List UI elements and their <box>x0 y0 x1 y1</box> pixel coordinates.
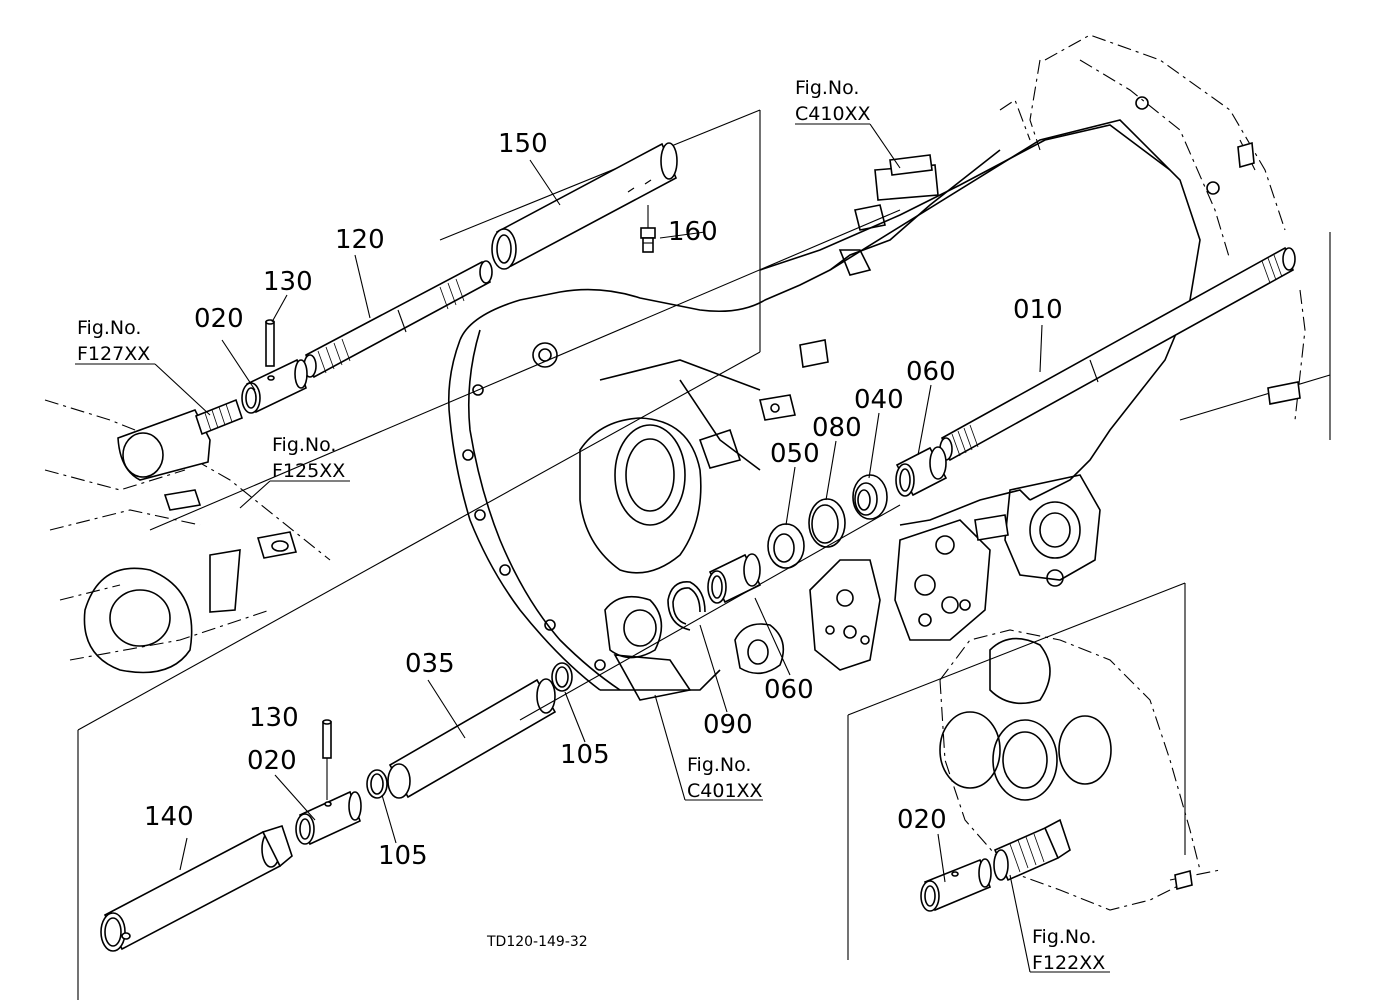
fig-ref-code: F127XX <box>77 343 150 365</box>
right-splined-yoke <box>993 818 1071 882</box>
part-060-bushing-lower <box>707 553 762 604</box>
part-010-shaft <box>939 246 1296 462</box>
left-splined-yoke <box>117 398 243 481</box>
part-140-pipe <box>100 825 293 952</box>
part-label: 140 <box>144 802 194 832</box>
fig-ref-code: F125XX <box>272 460 345 482</box>
fig-ref-code: F122XX <box>1032 952 1105 974</box>
fig-ref-code: C401XX <box>687 780 763 802</box>
drawing-code: TD120-149-32 <box>486 934 588 950</box>
part-020-coupling-upper <box>241 358 308 414</box>
part-label: 020 <box>247 746 297 776</box>
part-050-seal <box>767 523 805 569</box>
part-105-oring-lower <box>366 769 388 799</box>
part-label: 050 <box>770 439 820 469</box>
part-label: 090 <box>703 710 753 740</box>
part-160-fitting <box>640 205 656 253</box>
fig-ref-title: Fig.No. <box>795 77 859 99</box>
part-130-pin-upper <box>265 319 275 367</box>
part-number-labels: 150 160 120 130 020 010 060 040 080 050 … <box>144 129 1063 871</box>
part-020-coupling-lower <box>295 790 362 846</box>
part-040-bearing <box>852 474 888 520</box>
part-label: 080 <box>812 413 862 443</box>
fig-ref-title: Fig.No. <box>687 754 751 776</box>
reference-planes <box>77 109 1331 1000</box>
part-label: 020 <box>897 805 947 835</box>
left-housing-outline <box>44 399 331 674</box>
fig-ref-leaders <box>75 123 1110 973</box>
part-080-ring <box>808 498 846 548</box>
part-020-coupling-right <box>920 858 992 912</box>
part-label: 160 <box>668 217 718 247</box>
part-010-spline-left <box>951 424 979 457</box>
part-150-pipe <box>491 142 678 270</box>
part-010-spline-right <box>1261 254 1283 284</box>
part-105-oring-upper <box>551 662 573 692</box>
part-label: 060 <box>906 357 956 387</box>
part-035-pipe <box>387 678 557 799</box>
part-label: 010 <box>1013 295 1063 325</box>
axis-lines <box>149 209 901 721</box>
part-060-bushing-upper <box>895 446 948 497</box>
fig-ref-title: Fig.No. <box>77 317 141 339</box>
part-label: 060 <box>764 675 814 705</box>
leader-lines <box>179 159 1043 883</box>
part-label: 020 <box>194 304 244 334</box>
part-label: 130 <box>249 703 299 733</box>
part-120-shaft <box>303 260 493 379</box>
part-label: 040 <box>854 385 904 415</box>
transmission-case <box>447 119 1201 701</box>
lower-right-housing-outline <box>939 629 1221 911</box>
right-housing-outline <box>999 34 1306 421</box>
fig-ref-title: Fig.No. <box>1032 926 1096 948</box>
part-label: 105 <box>378 841 428 871</box>
part-090-snap-ring <box>667 581 706 631</box>
fig-ref-code: C410XX <box>795 103 871 125</box>
part-label: 120 <box>335 225 385 255</box>
part-label: 035 <box>405 649 455 679</box>
part-label: 105 <box>560 740 610 770</box>
part-label: 130 <box>263 267 313 297</box>
part-label: 150 <box>498 129 548 159</box>
part-130-pin-lower <box>322 719 332 800</box>
fig-ref-labels: Fig.No. C410XX Fig.No. F127XX Fig.No. F1… <box>77 77 1105 974</box>
fig-ref-title: Fig.No. <box>272 434 336 456</box>
